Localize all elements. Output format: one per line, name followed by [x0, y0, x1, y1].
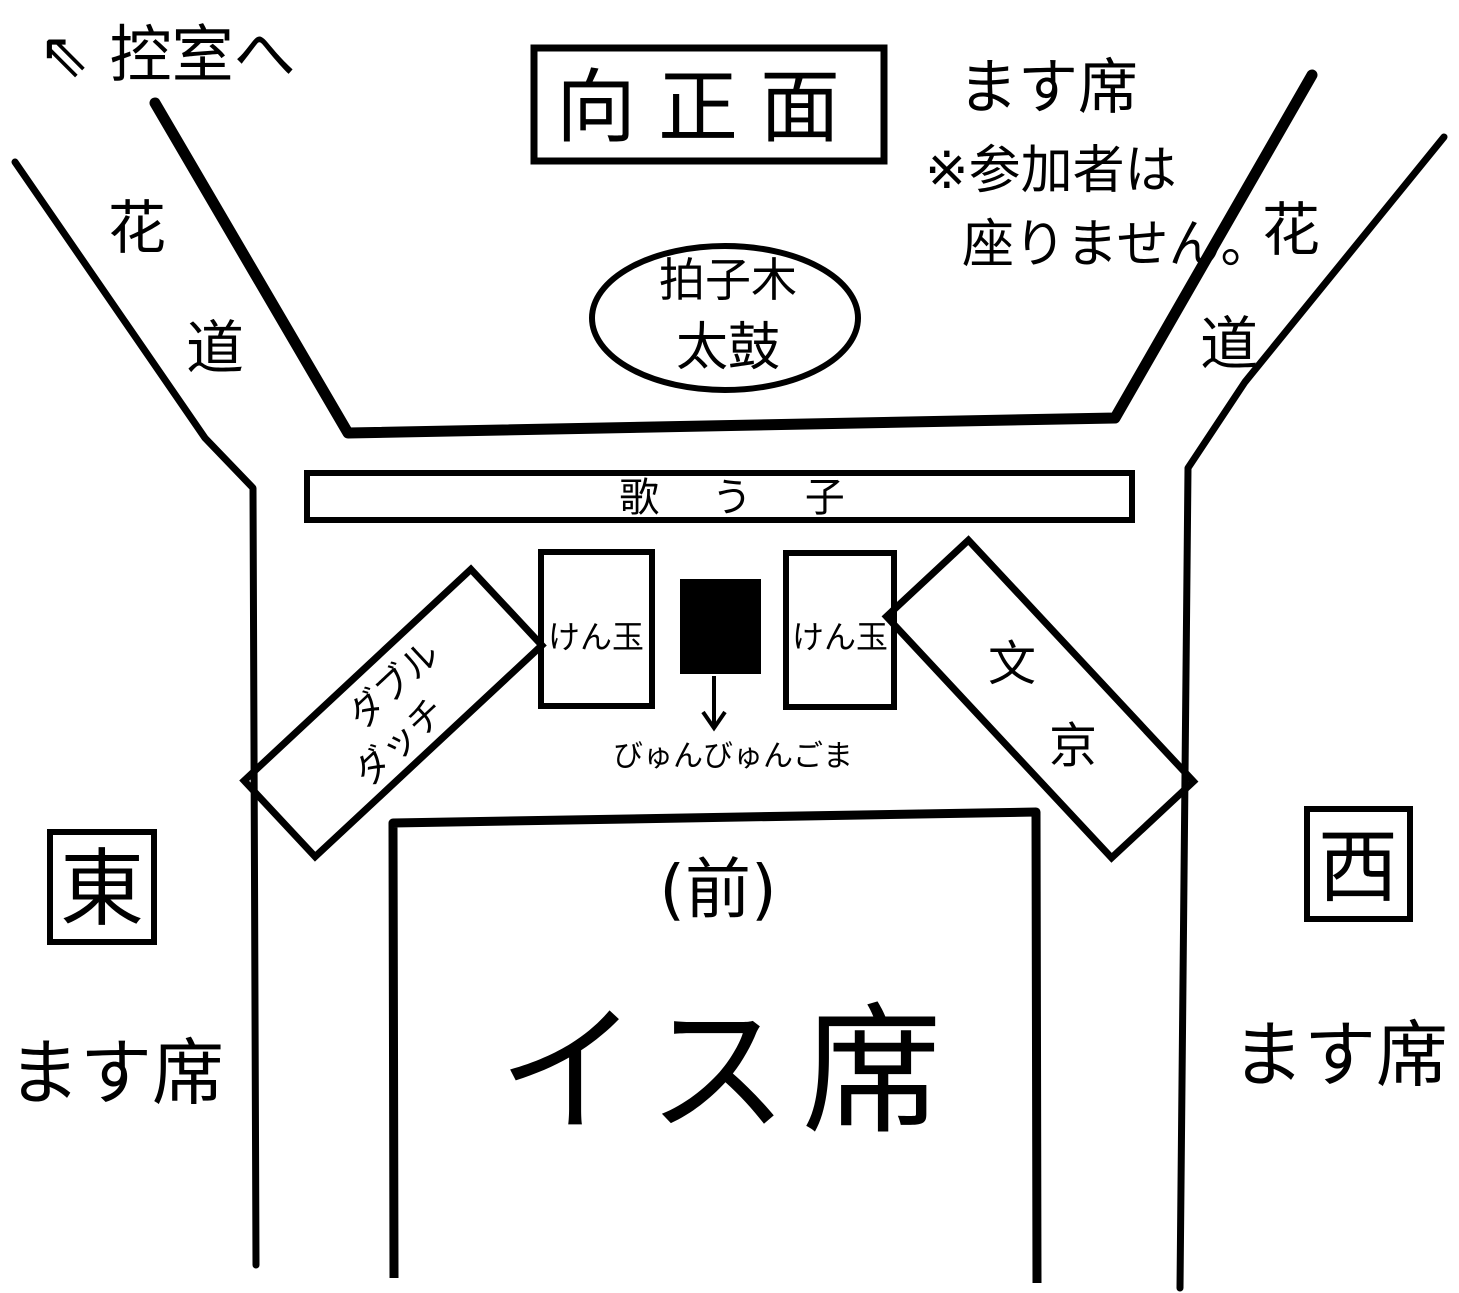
west-label: 西 [1318, 821, 1398, 914]
kendama-right-area: けん玉 [783, 550, 897, 710]
hyoshigi-taiko-line-2: 太鼓 [676, 318, 780, 378]
kendama-right-label: けん玉 [792, 618, 888, 656]
hyoshigi-taiko: 拍子木 太鼓 [589, 243, 861, 393]
byunbyun-goma-arrow-head [701, 710, 727, 732]
mukou-shomen-label: 向正面 [556, 61, 862, 154]
mukou-shomen-box [530, 44, 888, 165]
bunkyo-char-1: 文 [988, 636, 1036, 692]
mukou-shomen-sign: 向正面 [530, 44, 888, 165]
hanamichi-left-char-2: 道 [186, 314, 244, 382]
hanamichi-right-char-2: 道 [1200, 310, 1258, 378]
bunkyo-char-2: 京 [1049, 718, 1097, 774]
east-box [47, 829, 157, 945]
mae-label: (前) [659, 851, 777, 928]
west-box [1304, 806, 1413, 922]
kendama-left-area: けん玉 [538, 549, 655, 709]
isu-seat-outline [388, 807, 1042, 1284]
hanamichi-left-inner [149, 69, 1318, 439]
hanamichi-left-char-1: 花 [108, 194, 166, 262]
byunbyun-goma-area: びゅんびゅんごま [613, 579, 853, 774]
note-line-1: ※参加者は [925, 141, 1177, 201]
isu-seat-label: イス席 [498, 991, 956, 1154]
kendama-left-box [538, 549, 655, 709]
to-waiting-room-label: ⇖ 控室へ [38, 18, 296, 91]
double-dutch-area: ダブル ダッチ [239, 564, 547, 862]
byunbyun-goma-square [680, 579, 761, 674]
hanamichi-left-outer [11, 158, 260, 1269]
utako-area: 歌 う 子 [304, 470, 1135, 523]
note-line-2: 座りません。 [962, 215, 1272, 275]
double-dutch-box [239, 564, 547, 862]
hyoshigi-taiko-oval [589, 243, 861, 393]
hyoshigi-taiko-line-1: 拍子木 [659, 253, 797, 307]
hanamichi-right-char-1: 花 [1262, 196, 1320, 264]
masu-seat-left-label: ます席 [8, 1031, 224, 1115]
isu-seat-area: (前) イス席 [388, 807, 1042, 1284]
hanamichi-right-outer [1176, 133, 1448, 1292]
masu-seat-right-label: ます席 [1232, 1013, 1448, 1097]
byunbyun-goma-label: びゅんびゅんごま [613, 739, 853, 774]
stage-outline [11, 69, 1448, 1292]
utako-bar [304, 470, 1135, 523]
masu-seat-top-label: ます席 [958, 53, 1138, 123]
kendama-right-box [783, 550, 897, 710]
bunkyo-area [881, 535, 1199, 863]
utako-label: 歌 う 子 [619, 475, 864, 521]
bunkyo-box [881, 535, 1199, 863]
kendama-left-label: けん玉 [548, 618, 644, 656]
east-label: 東 [60, 840, 144, 938]
east-sign: 東 [47, 829, 157, 945]
west-sign: 西 [1304, 806, 1413, 922]
